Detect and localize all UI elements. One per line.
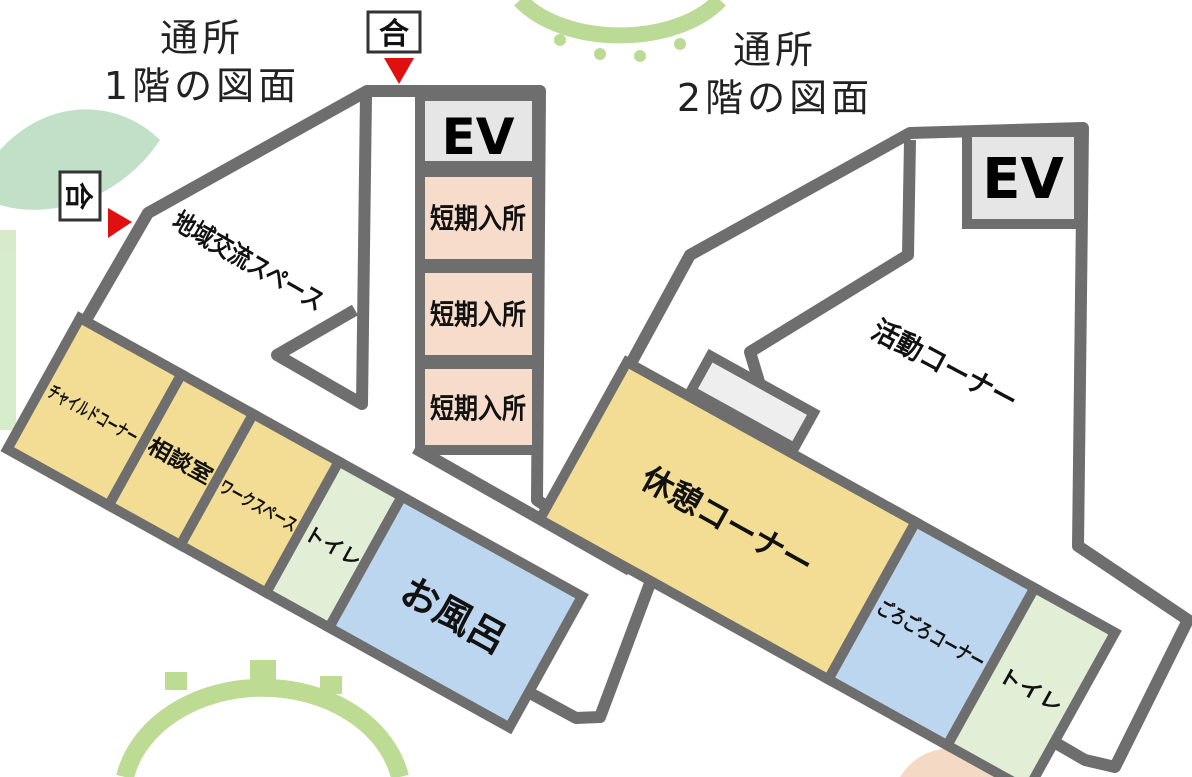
floor1-elevator — [415, 91, 542, 171]
floor2-room-strip: 休憩コーナー ごろごろコーナー トイレ — [532, 348, 1122, 777]
floor2-title-line2: 2階の図面 — [676, 76, 874, 120]
floor1-short-stay-3-label: 短期入所 — [430, 392, 526, 425]
floor1-room-strip: チャイルドコーナー 相談室 ワークスペース トイレ お風呂 — [0, 311, 589, 735]
floor1-entrance-left-sign: 合 — [62, 182, 95, 211]
arrow-down-icon — [384, 58, 414, 84]
decor-bottom-circle — [116, 660, 409, 777]
floor1-short-stay-3 — [415, 359, 542, 455]
arrow-right-icon — [108, 208, 132, 238]
decor-top-circle — [514, 0, 726, 62]
floor1-plan: EV 短期入所 短期入所 短期入所 チャイルドコーナー 相談室 ワークスペース … — [0, 10, 658, 735]
floor2-title: 通所 2階の図面 — [655, 26, 895, 122]
floor1-bath — [322, 489, 589, 735]
floor1-corridor-wall — [271, 94, 372, 410]
floor1-title-line2: 1階の図面 — [103, 64, 301, 108]
floor1-short-stay-2-label: 短期入所 — [430, 298, 526, 331]
floor2-elevator — [962, 127, 1084, 229]
floor2-plan: EV 活動コーナー 休憩コーナー ごろごろコーナー トイレ — [532, 122, 1192, 777]
floor2-inner-wall — [744, 139, 916, 387]
decor-leaf — [0, 109, 160, 430]
floor1-entrance-top: 合 — [366, 10, 422, 84]
floor1-short-stay-1-label: 短期入所 — [430, 202, 526, 235]
floor1-entrance-top-sign: 合 — [379, 17, 409, 52]
floor2-elevator-label: EV — [982, 147, 1064, 212]
floor2-title-line1: 通所 — [732, 28, 817, 72]
floor1-short-stay-2 — [415, 263, 542, 365]
floor1-title-line1: 通所 — [159, 16, 244, 60]
floor1-elevator-label: EV — [442, 108, 515, 166]
floor1-entrance-left: 合 — [58, 170, 132, 238]
floor2-shelf — [684, 348, 821, 455]
floor2-toilet — [940, 581, 1122, 777]
floor1-title: 通所 1階の図面 — [82, 14, 322, 110]
